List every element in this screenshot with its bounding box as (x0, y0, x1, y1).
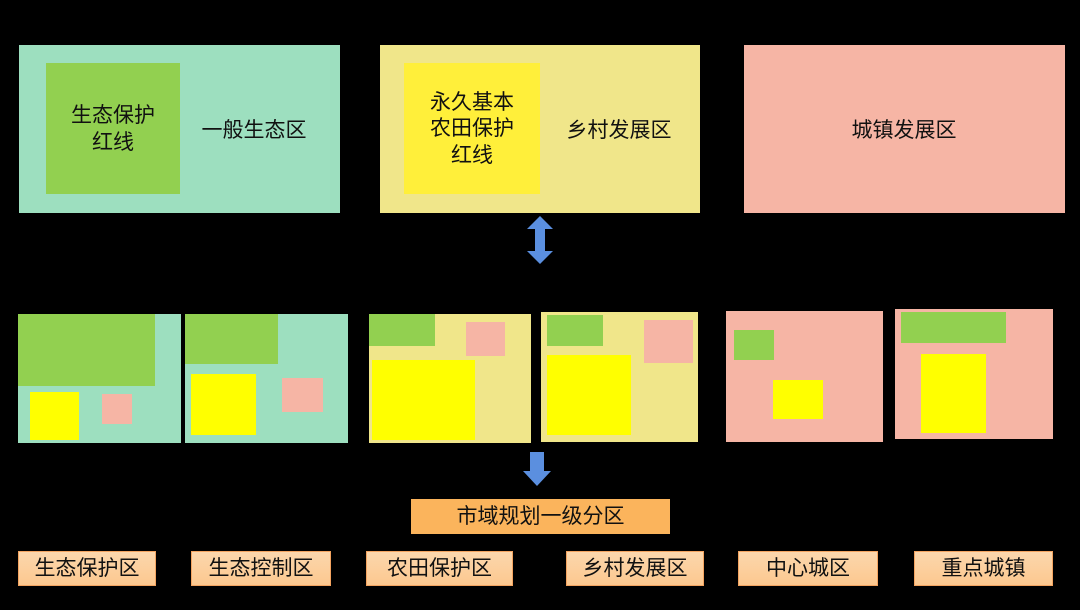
zone-label-central-city: 中心城区 (738, 551, 878, 586)
yellow-patch (30, 392, 79, 440)
green-patch (185, 314, 278, 364)
green-patch (547, 315, 603, 346)
ecology-redline-box: 生态保护 红线 (46, 63, 180, 194)
green-patch (901, 312, 1006, 343)
example-panel-3 (369, 314, 531, 443)
urban-development-label: 城镇发展区 (851, 118, 957, 142)
zone-label-ecology-protection: 生态保护区 (18, 551, 156, 586)
pink-patch (102, 394, 132, 424)
urban-zone-box: 城镇发展区 (744, 45, 1065, 213)
general-ecology-label: 一般生态区 (201, 118, 307, 142)
yellow-patch (773, 380, 823, 419)
pink-patch (282, 378, 323, 412)
yellow-patch (372, 360, 475, 440)
double-arrow-icon (527, 216, 553, 264)
ecology-zone-box: 生态保护 红线 一般生态区 (19, 45, 340, 213)
farmland-redline-box: 永久基本 农田保护 红线 (404, 63, 540, 194)
pink-patch (466, 322, 505, 356)
green-patch (734, 330, 774, 360)
yellow-patch (921, 354, 986, 433)
example-panel-2 (185, 314, 348, 443)
yellow-patch (191, 374, 256, 435)
rural-development-label: 乡村发展区 (566, 118, 672, 142)
zone-label-rural-development: 乡村发展区 (566, 551, 704, 586)
zone-label-key-towns: 重点城镇 (914, 551, 1053, 586)
title-box: 市域规划一级分区 (411, 499, 670, 534)
farmland-zone-box: 永久基本 农田保护 红线 乡村发展区 (380, 45, 700, 213)
example-panel-1 (18, 314, 181, 443)
green-patch (18, 314, 155, 386)
zone-label-ecology-control: 生态控制区 (191, 551, 331, 586)
down-arrow-icon (523, 452, 551, 486)
example-panel-6 (895, 309, 1053, 439)
pink-patch (644, 320, 693, 363)
example-panel-4 (541, 312, 698, 442)
zone-label-farmland-protection: 农田保护区 (366, 551, 513, 586)
example-panel-5 (726, 311, 883, 442)
yellow-patch (547, 355, 631, 435)
green-patch (369, 314, 435, 346)
